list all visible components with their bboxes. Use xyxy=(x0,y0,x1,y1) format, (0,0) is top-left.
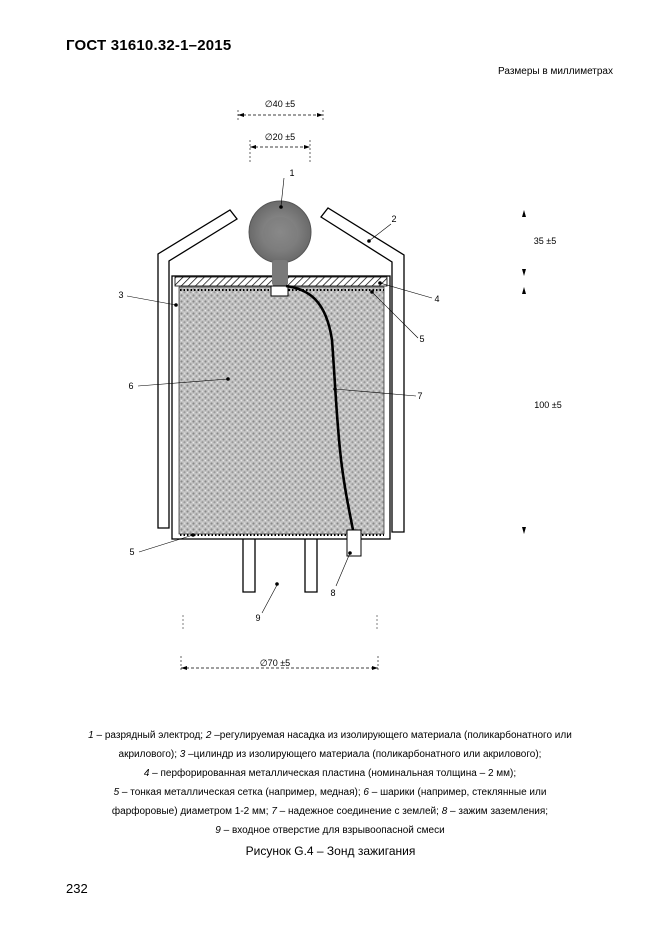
callout-1: 1 xyxy=(279,168,295,209)
discharge-electrode xyxy=(248,200,312,297)
svg-text:8: 8 xyxy=(330,588,335,598)
legend-line-5: фарфоровые) диаметром 1-2 мм; 7 – надежн… xyxy=(111,806,549,817)
gas-inlet-tube xyxy=(242,539,318,593)
callout-2: 2 xyxy=(367,214,397,243)
probe-drawing: ∅40 ±5 ∅20 ±5 35 ±5 xyxy=(118,99,562,672)
earthing-clamp xyxy=(346,529,362,557)
dimension-h35-label: 35 ±5 xyxy=(534,236,556,246)
svg-text:5: 5 xyxy=(129,547,134,557)
dimension-d70: ∅70 ±5 xyxy=(180,656,379,672)
svg-text:7: 7 xyxy=(417,391,422,401)
legend-line-4: 5 – тонкая металлическая сетка (например… xyxy=(113,787,547,798)
dimension-d70-label: ∅70 ±5 xyxy=(260,658,290,668)
units-note: Размеры в миллиметрах xyxy=(498,66,613,77)
dimension-h100-label: 100 ±5 xyxy=(534,400,561,410)
dimension-d20-label: ∅20 ±5 xyxy=(265,132,295,142)
dimension-h100: 100 ±5 xyxy=(522,287,562,534)
dimension-d20: ∅20 ±5 xyxy=(249,132,311,162)
earth-wire xyxy=(285,284,355,531)
svg-text:6: 6 xyxy=(128,381,133,391)
callout-4: 4 xyxy=(378,281,440,304)
figure-legend: 1 – разрядный электрод; 2 –регулируемая … xyxy=(40,726,620,840)
legend-line-2: акрилового); 3 –цилиндр из изолирующего … xyxy=(118,749,542,760)
page-number: 232 xyxy=(66,881,88,896)
svg-text:4: 4 xyxy=(434,294,439,304)
dimension-d40: ∅40 ±5 xyxy=(237,99,324,122)
legend-line-3: 4 – перфорированная металлическая пласти… xyxy=(143,768,517,779)
insulating-cap xyxy=(157,207,405,533)
svg-text:1: 1 xyxy=(289,168,294,178)
document-header-title: ГОСТ 31610.32-1–2015 xyxy=(66,37,232,54)
callout-5-top: 5 xyxy=(370,290,425,344)
callout-7: 7 xyxy=(333,387,423,401)
dimension-d40-label: ∅40 ±5 xyxy=(265,99,295,109)
dimension-h35: 35 ±5 xyxy=(522,210,556,276)
callout-9: 9 xyxy=(255,582,279,623)
legend-line-1: 1 – разрядный электрод; 2 –регулируемая … xyxy=(88,730,572,741)
svg-text:5: 5 xyxy=(419,334,424,344)
svg-text:2: 2 xyxy=(391,214,396,224)
insulating-cylinder xyxy=(171,275,391,540)
callout-3: 3 xyxy=(118,290,178,307)
svg-text:3: 3 xyxy=(118,290,123,300)
legend-line-6: 9 – входное отверстие для взрывоопасной … xyxy=(215,825,445,836)
callout-8: 8 xyxy=(330,551,352,598)
svg-text:9: 9 xyxy=(255,613,260,623)
figure-title: Рисунок G.4 – Зонд зажигания xyxy=(245,844,416,858)
callout-5-bottom: 5 xyxy=(129,533,195,557)
callout-6: 6 xyxy=(128,377,230,391)
